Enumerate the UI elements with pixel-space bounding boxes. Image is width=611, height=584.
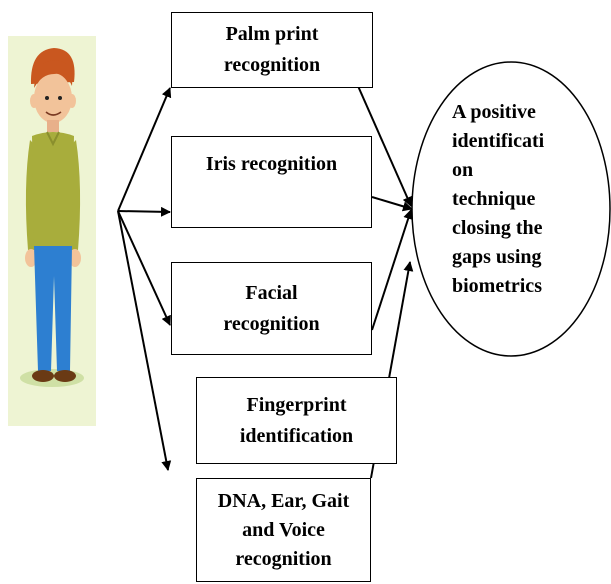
- person-figure-icon: [8, 36, 96, 426]
- arrow-palm-to-goal: [357, 85, 412, 207]
- node-iris-label: Iris recognition: [205, 153, 338, 175]
- goal-label: A positive identificati on technique clo…: [452, 101, 545, 297]
- arrow-facial-to-goal: [371, 209, 413, 331]
- arrow-to-dna: [117, 210, 172, 471]
- node-dna-label: DNA, Ear, Gait and Voice recognition: [217, 489, 350, 570]
- arrow-to-facial: [117, 210, 171, 326]
- node-facial: Facial recognition: [171, 262, 372, 355]
- node-palm-print-label: Palm print recognition: [223, 23, 321, 76]
- arrow-to-iris: [117, 206, 171, 217]
- goal-ellipse: [411, 61, 611, 357]
- node-palm-print: Palm print recognition: [171, 12, 373, 88]
- node-facial-label: Facial recognition: [223, 281, 320, 335]
- node-fingerprint: Fingerprint identification: [196, 377, 397, 464]
- arrow-iris-to-goal: [371, 196, 413, 212]
- node-fingerprint-label: Fingerprint identification: [239, 393, 354, 447]
- arrow-to-palm: [117, 87, 172, 212]
- node-dna: DNA, Ear, Gait and Voice recognition: [196, 478, 371, 582]
- node-iris: Iris recognition: [171, 136, 372, 228]
